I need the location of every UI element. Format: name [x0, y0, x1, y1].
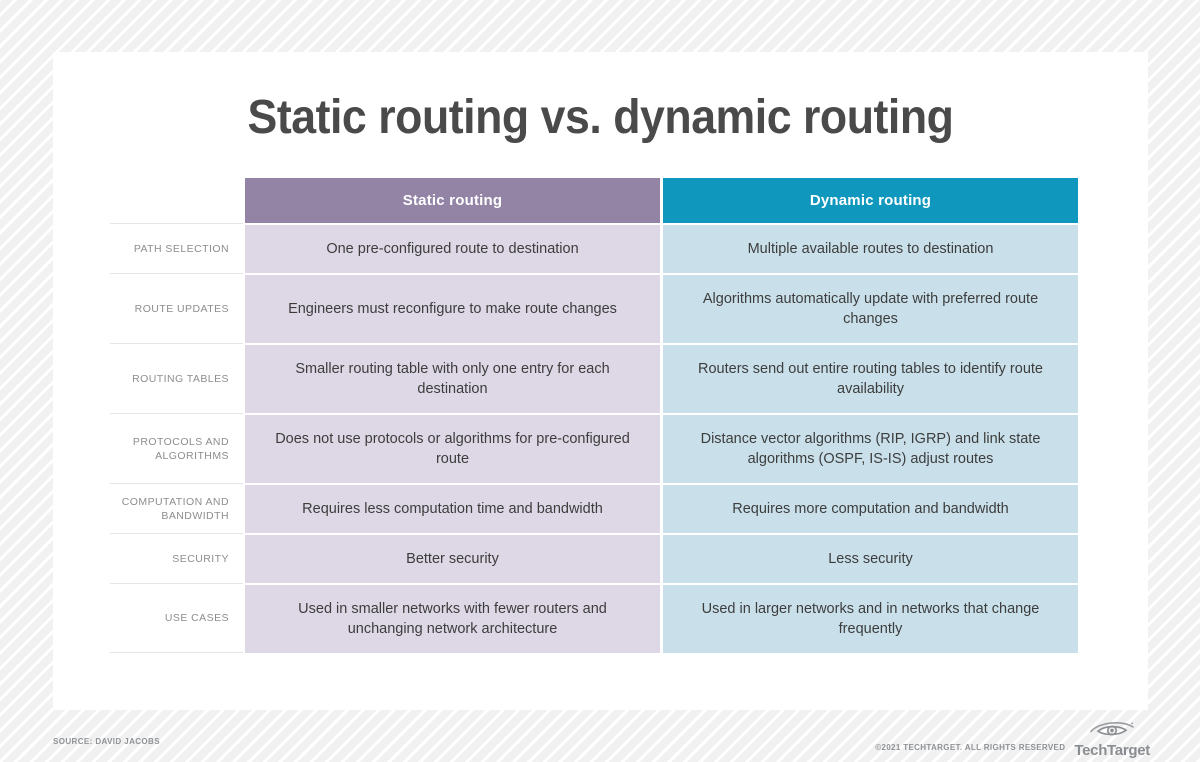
eye-icon	[1089, 718, 1135, 742]
cell-dynamic-route-updates: Algorithms automatically update with pre…	[663, 273, 1078, 343]
comparison-table: Static routing Dynamic routing PATH SELE…	[110, 178, 1078, 653]
cell-dynamic-routing-tables: Routers send out entire routing tables t…	[663, 343, 1078, 413]
row-gap-mid	[660, 533, 663, 583]
techtarget-logo: TechTarget	[1074, 718, 1150, 758]
header-corner-blank	[110, 178, 243, 223]
table-row: USE CASES Used in smaller networks with …	[110, 583, 1078, 653]
column-header-dynamic-routing: Dynamic routing	[663, 178, 1078, 223]
column-header-static-routing: Static routing	[245, 178, 660, 223]
cell-static-route-updates: Engineers must reconfigure to make route…	[245, 273, 660, 343]
header-row: Static routing Dynamic routing	[110, 178, 1078, 223]
table-row: ROUTE UPDATES Engineers must reconfigure…	[110, 273, 1078, 343]
cell-static-computation-and-bandwidth: Requires less computation time and bandw…	[245, 483, 660, 533]
cell-dynamic-computation-and-bandwidth: Requires more computation and bandwidth	[663, 483, 1078, 533]
row-gap	[243, 583, 245, 653]
cell-static-security: Better security	[245, 533, 660, 583]
row-gap	[243, 533, 245, 583]
row-label-security: SECURITY	[110, 533, 243, 583]
row-label-route-updates: ROUTE UPDATES	[110, 273, 243, 343]
row-gap	[243, 343, 245, 413]
table-row: PROTOCOLS AND ALGORITHMS Does not use pr…	[110, 413, 1078, 483]
row-gap	[243, 223, 245, 273]
copyright-text: ©2021 TECHTARGET. ALL RIGHTS RESERVED	[875, 743, 1066, 752]
row-gap	[243, 483, 245, 533]
table-row: COMPUTATION AND BANDWIDTH Requires less …	[110, 483, 1078, 533]
footer-right-group: ©2021 TECHTARGET. ALL RIGHTS RESERVED Te…	[875, 718, 1150, 758]
row-gap-mid	[660, 343, 663, 413]
row-gap-mid	[660, 273, 663, 343]
row-gap	[243, 273, 245, 343]
table-row: SECURITY Better security Less security	[110, 533, 1078, 583]
table-header: Static routing Dynamic routing	[110, 178, 1078, 223]
cell-static-path-selection: One pre-configured route to destination	[245, 223, 660, 273]
cell-static-protocols-and-algorithms: Does not use protocols or algorithms for…	[245, 413, 660, 483]
table-body: PATH SELECTION One pre-configured route …	[110, 223, 1078, 653]
content-card: Static routing vs. dynamic routing Stati…	[53, 52, 1148, 710]
cell-static-use-cases: Used in smaller networks with fewer rout…	[245, 583, 660, 653]
cell-dynamic-path-selection: Multiple available routes to destination	[663, 223, 1078, 273]
cell-static-routing-tables: Smaller routing table with only one entr…	[245, 343, 660, 413]
cell-dynamic-protocols-and-algorithms: Distance vector algorithms (RIP, IGRP) a…	[663, 413, 1078, 483]
row-label-use-cases: USE CASES	[110, 583, 243, 653]
row-gap-mid	[660, 223, 663, 273]
row-label-protocols-and-algorithms: PROTOCOLS AND ALGORITHMS	[110, 413, 243, 483]
page-title: Static routing vs. dynamic routing	[247, 91, 954, 144]
row-gap-mid	[660, 583, 663, 653]
row-gap	[243, 413, 245, 483]
row-gap-mid	[660, 413, 663, 483]
row-label-computation-and-bandwidth: COMPUTATION AND BANDWIDTH	[110, 483, 243, 533]
techtarget-wordmark: TechTarget	[1074, 742, 1150, 759]
row-gap-mid	[660, 483, 663, 533]
row-label-path-selection: PATH SELECTION	[110, 223, 243, 273]
cell-dynamic-security: Less security	[663, 533, 1078, 583]
source-credit: SOURCE: DAVID JACOBS	[53, 737, 160, 746]
comparison-table-container: Static routing Dynamic routing PATH SELE…	[110, 178, 1078, 653]
cell-dynamic-use-cases: Used in larger networks and in networks …	[663, 583, 1078, 653]
row-label-routing-tables: ROUTING TABLES	[110, 343, 243, 413]
table-row: ROUTING TABLES Smaller routing table wit…	[110, 343, 1078, 413]
table-row: PATH SELECTION One pre-configured route …	[110, 223, 1078, 273]
